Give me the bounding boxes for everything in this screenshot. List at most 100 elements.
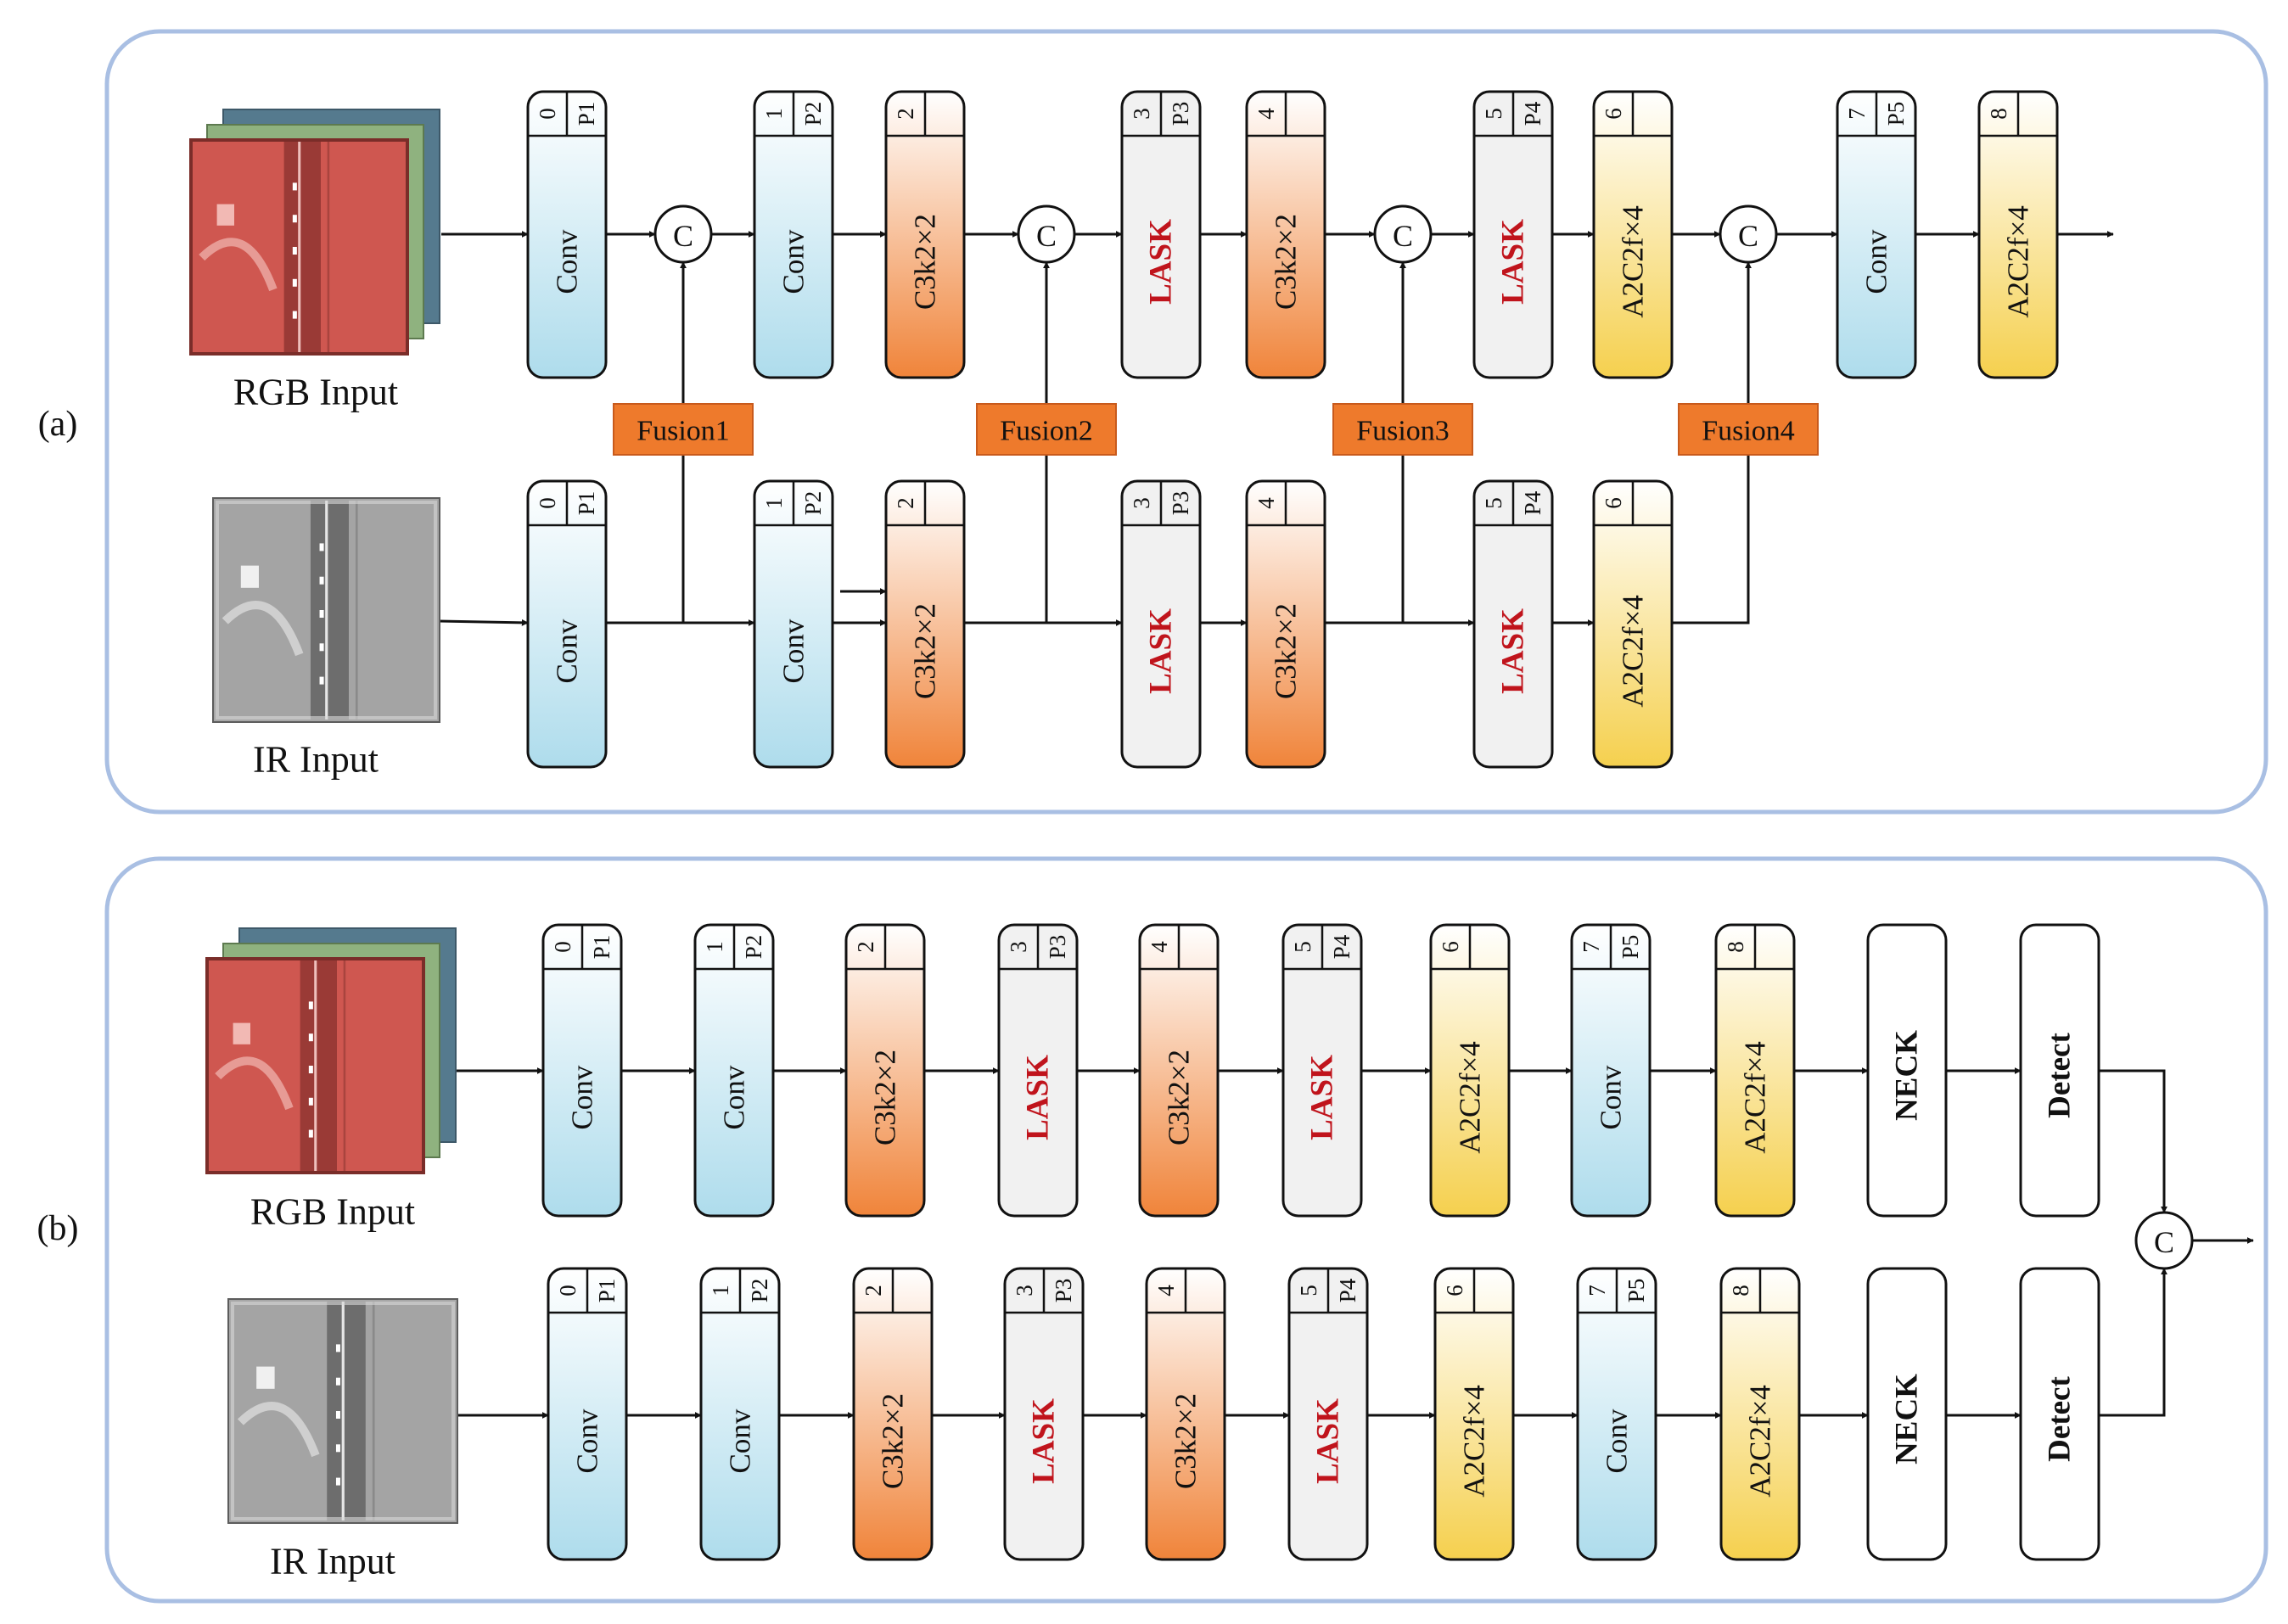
dirt-path (199, 238, 278, 292)
block-label: Conv (777, 229, 810, 294)
block-level: P2 (747, 1279, 772, 1303)
block-body (1866, 1267, 1948, 1561)
fusion-label: Fusion1 (636, 416, 730, 447)
block-body (2019, 923, 2100, 1218)
image-frame (205, 957, 425, 1174)
block-index: 3 (1129, 108, 1154, 120)
block-label: Conv (718, 1065, 751, 1129)
block-level: P1 (574, 102, 599, 126)
ir-input-label: IR Input (270, 1541, 395, 1582)
concat-node (2134, 1211, 2194, 1270)
block-label: Conv (1860, 229, 1893, 294)
block-level: P1 (574, 491, 599, 516)
block-level: P2 (741, 935, 766, 960)
fusion-box (1678, 403, 1819, 456)
block-body (1866, 923, 1948, 1218)
block-index: 4 (1147, 941, 1172, 953)
block-label: A2C2f×4 (2002, 205, 2035, 318)
vehicle (292, 215, 297, 223)
block-index: 7 (1579, 941, 1604, 953)
block-index: 8 (1723, 941, 1748, 953)
block-label: C3k2×2 (909, 603, 942, 699)
block-index: 5 (1296, 1285, 1321, 1296)
block-index: 4 (1253, 497, 1279, 509)
block-label: Conv (1595, 1065, 1628, 1129)
block-label: C3k2×2 (1270, 603, 1303, 699)
vehicle (292, 278, 297, 287)
block-level: P3 (1045, 935, 1070, 960)
block-level: P5 (1618, 935, 1643, 960)
backbone-block: Detect (2019, 1267, 2100, 1561)
road (310, 499, 349, 721)
block-index: 6 (1442, 1285, 1467, 1296)
block-body (2019, 1267, 2100, 1561)
vehicle (335, 1444, 340, 1453)
block-index: 6 (1601, 497, 1626, 509)
block-index: 6 (1601, 108, 1626, 120)
block-index: 7 (1844, 108, 1870, 120)
rgb-input-label: RGB Input (250, 1191, 415, 1233)
panel-label: (b) (37, 1209, 79, 1248)
concat-node (653, 204, 713, 264)
block-index: 4 (1253, 108, 1279, 120)
fusion-label: Fusion3 (1356, 416, 1450, 447)
vehicle (319, 576, 324, 585)
block-index: 1 (708, 1285, 733, 1296)
backbone-block: Detect (2019, 923, 2100, 1218)
vehicle (335, 1377, 340, 1386)
fusion-box (976, 403, 1117, 456)
ir-image (212, 497, 440, 723)
block-label: Conv (551, 229, 584, 294)
block-level: P4 (1520, 101, 1545, 126)
ir-image (227, 1298, 458, 1524)
block-label: NECK (1890, 1374, 1925, 1464)
block-index: 5 (1481, 108, 1506, 120)
block-label: A2C2f×4 (1744, 1385, 1777, 1498)
block-label: LASK (1305, 1055, 1340, 1140)
block-index: 3 (1129, 497, 1154, 509)
block-index: 1 (761, 108, 787, 120)
block-label: C3k2×2 (1163, 1050, 1196, 1145)
wire (438, 619, 529, 626)
block-label: Detect (2043, 1033, 2078, 1118)
block-level: P5 (1623, 1279, 1649, 1303)
block-level: P1 (589, 935, 614, 960)
block-label: C3k2×2 (1270, 214, 1303, 310)
block-label: A2C2f×4 (1739, 1041, 1772, 1154)
dirt-path (215, 1056, 294, 1111)
concat-node (1373, 204, 1433, 264)
block-level: P3 (1168, 102, 1193, 126)
rgb-input-label: RGB Input (233, 372, 398, 413)
lane-line (325, 499, 328, 721)
road (283, 140, 321, 354)
road (327, 1300, 366, 1522)
block-index: 3 (1012, 1285, 1037, 1296)
panel-b-frame (104, 856, 2268, 1604)
fusion-label: Fusion4 (1702, 416, 1795, 447)
block-label: Conv (724, 1408, 757, 1473)
concat-label: C (1738, 219, 1758, 253)
ir-input-label: IR Input (253, 739, 379, 781)
lane-line (314, 959, 317, 1173)
backbone-block: NECK (1866, 923, 1948, 1218)
fusion-box (1332, 403, 1473, 456)
block-label: A2C2f×4 (1458, 1385, 1491, 1498)
